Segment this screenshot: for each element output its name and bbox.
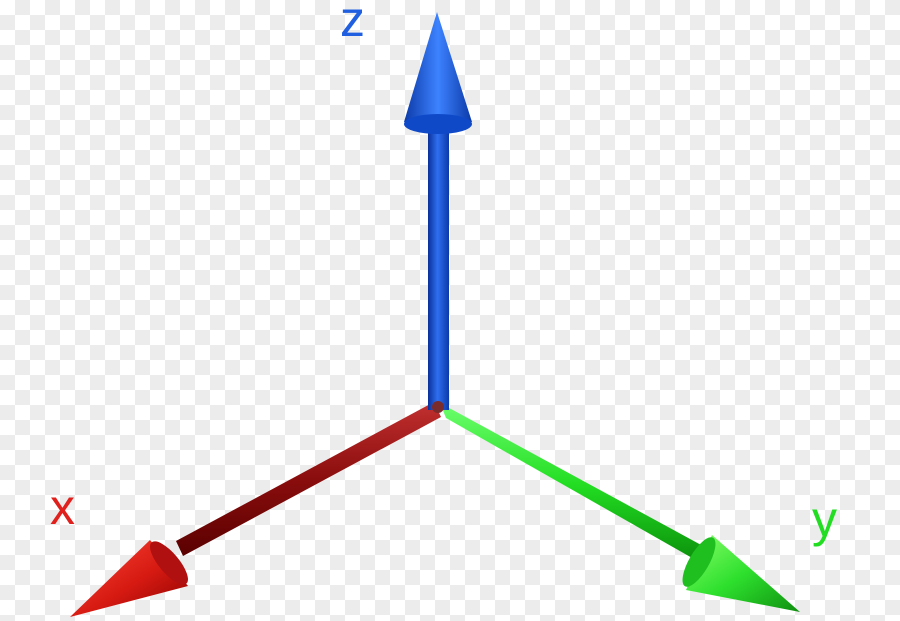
x-axis-arrowhead-base (150, 541, 188, 585)
z-axis-arrow (404, 12, 472, 410)
y-axis-shaft (440, 403, 714, 567)
x-axis-arrow (70, 402, 441, 617)
y-axis-arrow (440, 403, 800, 612)
z-axis-arrowhead-base (404, 114, 472, 134)
y-axis-arrowhead (686, 535, 800, 612)
z-axis-shaft (428, 130, 449, 410)
z-axis-label: z (340, 0, 365, 47)
z-axis-arrowhead (404, 12, 472, 122)
x-axis-label: x (50, 479, 75, 535)
x-axis-shaft (176, 402, 441, 556)
y-axis-label: y (812, 491, 837, 547)
y-axis-arrowhead-base (682, 537, 716, 587)
origin-point (432, 401, 444, 413)
